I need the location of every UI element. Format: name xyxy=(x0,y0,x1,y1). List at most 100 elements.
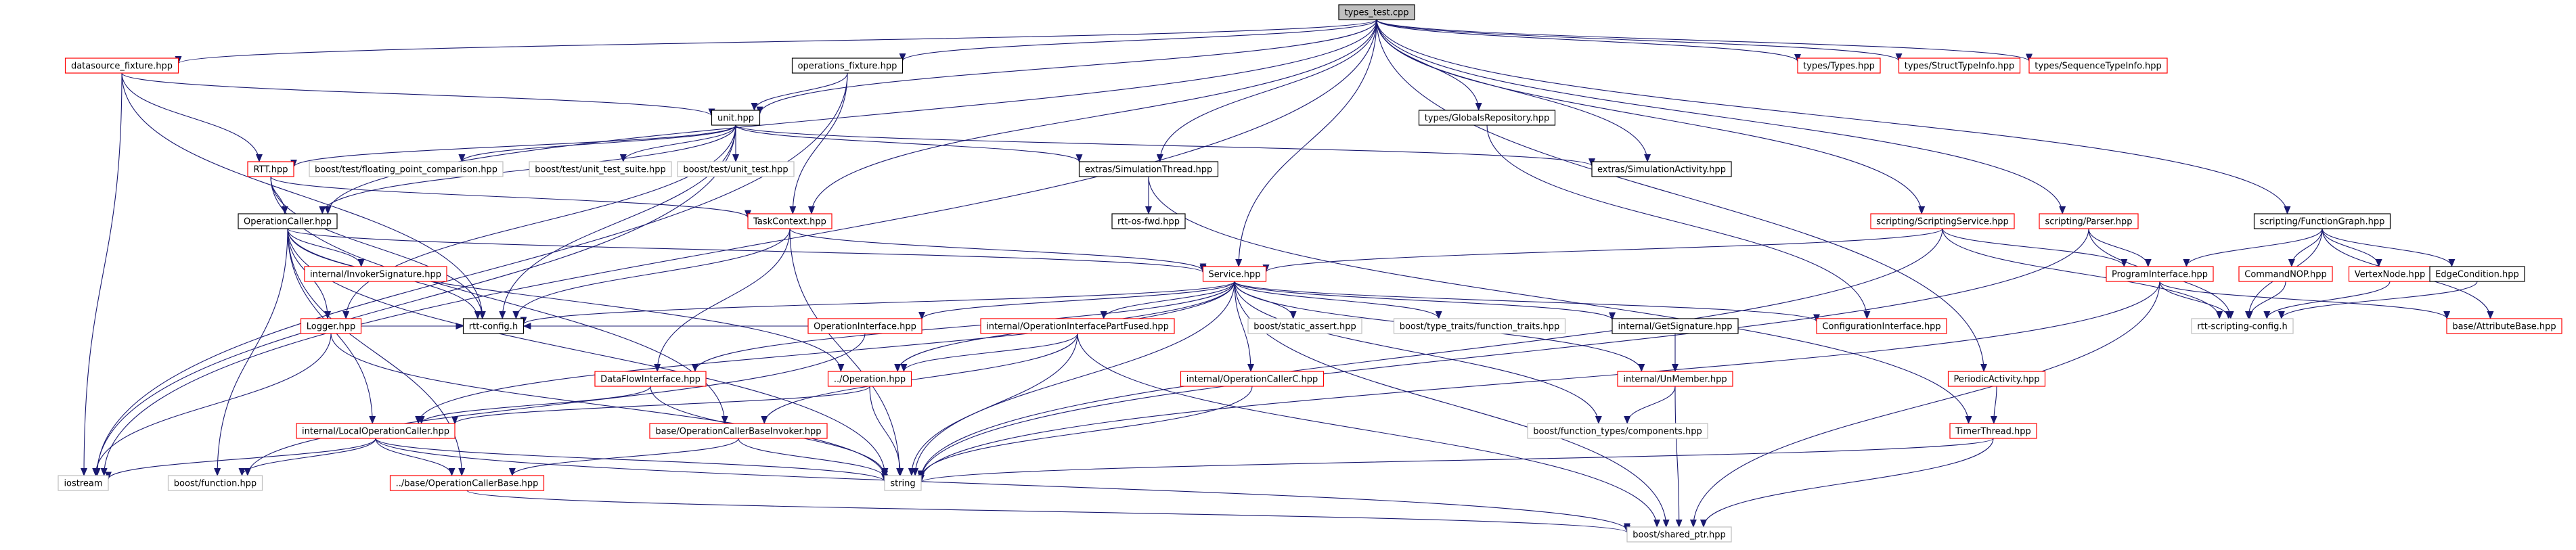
node-invoker-sig[interactable]: internal/InvokerSignature.hpp xyxy=(304,266,447,282)
node-box xyxy=(1870,213,2015,229)
node-op-caller-base-invoker[interactable]: base/OperationCallerBaseInvoker.hpp xyxy=(649,423,828,439)
node-box xyxy=(1612,318,1739,334)
node-fp-comparison[interactable]: boost/test/floating_point_comparison.hpp xyxy=(309,161,504,177)
node-unit-test-suite[interactable]: boost/test/unit_test_suite.hpp xyxy=(529,161,672,177)
edge-types-test-to-types-sequence xyxy=(1376,19,2033,62)
node-task-context[interactable]: TaskContext.hpp xyxy=(747,213,832,229)
node-operation-iface[interactable]: OperationInterface.hpp xyxy=(807,318,923,334)
node-unmember[interactable]: internal/UnMember.hpp xyxy=(1617,371,1733,387)
node-label: OperationInterface.hpp xyxy=(814,322,916,332)
edge-dataflow-iface-to-local-op-caller xyxy=(418,386,651,424)
node-unit-test[interactable]: boost/test/unit_test.hpp xyxy=(677,161,795,177)
node-unit[interactable]: unit.hpp xyxy=(711,110,761,126)
edge-operation-caller-to-service xyxy=(287,228,1207,273)
node-shared-ptr[interactable]: boost/shared_ptr.hpp xyxy=(1626,526,1732,543)
node-box xyxy=(1626,526,1732,543)
node-rtt-scripting-config[interactable]: rtt-scripting-config.h xyxy=(2191,318,2294,334)
edge-op-iface-part-fused-to-op-caller-base-invoker xyxy=(761,333,1078,424)
node-label: extras/SimulationActivity.hpp xyxy=(1597,165,1726,175)
edge-scripting-service-to-string xyxy=(918,228,1943,480)
node-label: extras/SimulationThread.hpp xyxy=(1085,165,1213,175)
node-attribute-base[interactable]: base/AttributeBase.hpp xyxy=(2446,318,2562,334)
node-rtt-os-fwd[interactable]: rtt-os-fwd.hpp xyxy=(1111,213,1186,229)
node-periodic-activity[interactable]: PeriodicActivity.hpp xyxy=(1947,371,2046,387)
node-scripting-fg[interactable]: scripting/FunctionGraph.hpp xyxy=(2253,213,2391,229)
node-op-iface-part-fused[interactable]: internal/OperationInterfacePartFused.hpp xyxy=(980,318,1175,334)
node-box xyxy=(649,423,828,439)
edge-op-caller-base-invoker-to-string xyxy=(738,438,888,479)
node-label: TimerThread.hpp xyxy=(1955,427,2031,437)
node-box xyxy=(1338,4,1415,20)
node-op-caller-base[interactable]: ../base/OperationCallerBase.hpp xyxy=(389,475,545,491)
node-vertex-node[interactable]: VertexNode.hpp xyxy=(2348,266,2432,282)
node-local-op-caller[interactable]: internal/LocalOperationCaller.hpp xyxy=(296,423,456,439)
node-box xyxy=(1111,213,1186,229)
node-string[interactable]: string xyxy=(884,475,922,491)
node-rtt[interactable]: RTT.hpp xyxy=(247,161,294,177)
node-types-sequence[interactable]: types/SequenceTypeInfo.hpp xyxy=(2028,58,2168,74)
node-types-globals[interactable]: types/GlobalsRepository.hpp xyxy=(1418,110,1556,126)
node-label: ../Operation.hpp xyxy=(834,375,906,385)
edge-scripting-fg-to-command-nop xyxy=(2288,228,2323,267)
node-label: boost/function_types/components.hpp xyxy=(1533,427,1702,437)
node-extras-simactivity[interactable]: extras/SimulationActivity.hpp xyxy=(1591,161,1732,177)
node-datasource-fixture[interactable]: datasource_fixture.hpp xyxy=(64,58,179,74)
node-label: base/OperationCallerBaseInvoker.hpp xyxy=(655,427,821,437)
node-box xyxy=(1180,371,1325,387)
node-operation-caller[interactable]: OperationCaller.hpp xyxy=(238,213,338,229)
node-box xyxy=(827,371,912,387)
node-operations-fixture[interactable]: operations_fixture.hpp xyxy=(791,58,904,74)
edge-scripting-fg-to-vertex-node xyxy=(2322,228,2382,267)
node-program-iface[interactable]: ProgramInterface.hpp xyxy=(2106,266,2214,282)
node-types-types[interactable]: types/Types.hpp xyxy=(1797,58,1881,74)
node-op-caller-c[interactable]: internal/OperationCallerC.hpp xyxy=(1180,371,1325,387)
edge-operation-caller-to-boost-function xyxy=(214,228,288,476)
node-dataflow-iface[interactable]: DataFlowInterface.hpp xyxy=(594,371,707,387)
node-types-struct[interactable]: types/StructTypeInfo.hpp xyxy=(1898,58,2021,74)
node-box xyxy=(1591,161,1732,177)
edge-types-test-to-scripting-parser xyxy=(1376,19,2066,214)
node-box xyxy=(529,161,672,177)
edge-unit-to-rtt xyxy=(290,124,736,168)
node-label: RTT.hpp xyxy=(253,165,288,175)
node-service[interactable]: Service.hpp xyxy=(1202,266,1267,282)
node-operation[interactable]: ../Operation.hpp xyxy=(827,371,912,387)
node-config-iface[interactable]: ConfigurationInterface.hpp xyxy=(1816,318,1947,334)
edge-types-test-to-scripting-service xyxy=(1376,19,1926,214)
edge-types-test-to-operations-fixture xyxy=(899,19,1377,62)
edge-local-op-caller-to-shared-ptr xyxy=(375,438,1630,532)
node-rtt-config[interactable]: rtt-config.h xyxy=(462,318,525,334)
edge-rtt-to-operation-caller xyxy=(270,176,288,214)
node-box xyxy=(1816,318,1947,334)
node-static-assert[interactable]: boost/static_assert.hpp xyxy=(1247,318,1362,334)
node-function-traits[interactable]: boost/type_traits/function_traits.hpp xyxy=(1393,318,1566,334)
node-command-nop[interactable]: CommandNOP.hpp xyxy=(2238,266,2333,282)
edge-service-to-function-types-components xyxy=(1234,281,1602,424)
node-edge-condition[interactable]: EdgeCondition.hpp xyxy=(2429,266,2525,282)
node-box xyxy=(1898,58,2021,74)
node-label: types/GlobalsRepository.hpp xyxy=(1425,114,1550,124)
edge-task-context-to-rtt-config xyxy=(512,228,791,319)
node-boost-function[interactable]: boost/function.hpp xyxy=(167,475,263,491)
node-get-signature[interactable]: internal/GetSignature.hpp xyxy=(1612,318,1739,334)
edge-op-caller-base-invoker-to-op-caller-base xyxy=(508,438,739,476)
node-types-test[interactable]: types_test.cpp xyxy=(1338,4,1415,20)
edge-scripting-service-to-service xyxy=(1262,228,1943,273)
node-scripting-service[interactable]: scripting/ScriptingService.hpp xyxy=(1870,213,2015,229)
edge-scripting-service-to-program-iface xyxy=(1942,228,2128,267)
node-box xyxy=(2191,318,2294,334)
node-logger[interactable]: Logger.hpp xyxy=(300,318,362,334)
node-box xyxy=(2446,318,2562,334)
node-label: boost/test/unit_test.hpp xyxy=(683,165,788,175)
node-iostream[interactable]: iostream xyxy=(58,475,109,491)
node-function-types-components[interactable]: boost/function_types/components.hpp xyxy=(1527,423,1708,439)
node-box xyxy=(2253,213,2391,229)
node-box xyxy=(1078,161,1219,177)
edge-op-iface-part-fused-to-shared-ptr xyxy=(1077,333,1661,528)
edge-operations-fixture-to-iostream xyxy=(93,72,848,476)
node-label: iostream xyxy=(64,479,102,489)
node-label: boost/test/floating_point_comparison.hpp xyxy=(315,165,497,175)
node-extras-simthread[interactable]: extras/SimulationThread.hpp xyxy=(1078,161,1219,177)
node-timer-thread[interactable]: TimerThread.hpp xyxy=(1949,423,2037,439)
node-scripting-parser[interactable]: scripting/Parser.hpp xyxy=(2039,213,2139,229)
